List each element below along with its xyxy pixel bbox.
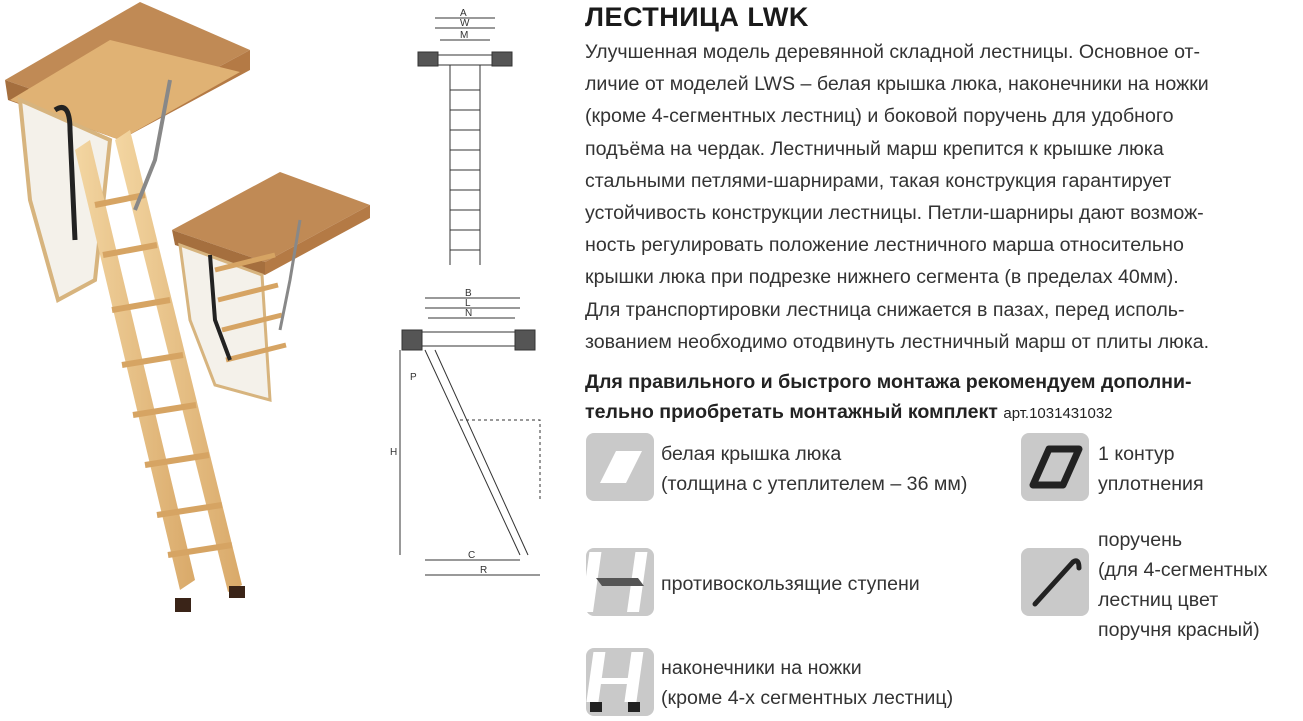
recommendation-line-1: Для правильного и быстрого монтажа реком… (585, 371, 1192, 393)
feature-handrail-line3: лестниц цвет (1098, 589, 1219, 611)
feature-tips-line2: (кроме 4-х сегментных лестниц) (661, 687, 954, 709)
feature-tips: наконечники на ножки (кроме 4-х сегментн… (661, 653, 953, 713)
dim-label-l: L (465, 298, 471, 309)
dim-label-r: R (480, 565, 487, 576)
feature-handrail-line4: поручня красный) (1098, 619, 1260, 641)
technical-drawings: A W M B L N P H C R (390, 8, 541, 576)
feature-seal-line1: 1 контур (1098, 443, 1175, 465)
description: Улучшенная модель деревянной складной ле… (585, 36, 1297, 358)
leg-tips-icon (586, 648, 654, 716)
feature-steps: противоскользящие ступени (661, 573, 920, 595)
feature-handrail-line1: поручень (1098, 529, 1183, 551)
seal-contour-icon (1021, 433, 1089, 501)
feature-hatch-cover-line2: (толщина с утеплителем – 36 мм) (661, 473, 968, 495)
description-line: стальными петлями-шарнирами, такая конст… (585, 169, 1172, 192)
handrail-icon (1021, 548, 1089, 616)
description-line: устойчивость конструкции лестницы. Петли… (585, 201, 1204, 224)
dim-label-c: C (468, 550, 475, 561)
anti-slip-step-icon (581, 548, 654, 616)
description-line: ность регулировать положение лестничного… (585, 234, 1184, 257)
description-line: Для транспортировки лестница снижается в… (585, 298, 1185, 321)
recommendation: Для правильного и быстрого монтажа реком… (585, 367, 1297, 429)
dim-label-m: M (460, 30, 468, 41)
hatch-cover-icon (586, 433, 654, 501)
feature-tips-line1: наконечники на ножки (661, 657, 862, 679)
dim-label-b: B (465, 288, 472, 299)
page-title: ЛЕСТНИЦА LWK (585, 2, 809, 32)
feature-seal: 1 контур уплотнения (1098, 439, 1204, 499)
description-line: крышки люка при подрезке нижнего сегмент… (585, 266, 1179, 289)
article-number: арт.1031431032 (1003, 405, 1113, 422)
dim-label-a: A (460, 8, 467, 19)
recommendation-line-2-wrap: тельно приобретать монтажный комплект ар… (585, 397, 1297, 429)
feature-seal-line2: уплотнения (1098, 473, 1204, 495)
description-line: Улучшенная модель деревянной складной ле… (585, 41, 1201, 63)
recommendation-line-2: тельно приобретать монтажный комплект (585, 401, 998, 423)
dim-label-w: W (460, 18, 470, 29)
description-line: подъёма на чердак. Лестничный марш крепи… (585, 137, 1164, 160)
dim-label-h: H (390, 447, 397, 458)
feature-hatch-cover-line1: белая крышка люка (661, 443, 842, 465)
description-line: зованием необходимо отодвинуть лестничны… (585, 330, 1210, 353)
dim-label-p: P (410, 372, 417, 383)
feature-hatch-cover: белая крышка люка (толщина с утеплителем… (661, 439, 967, 499)
feature-handrail-line2: (для 4-сегментных (1098, 559, 1268, 581)
dim-label-n: N (465, 308, 472, 319)
description-line: личие от моделей LWS – белая крышка люка… (585, 73, 1209, 96)
ladder-product-photo (5, 2, 370, 612)
feature-handrail: поручень (для 4-сегментных лестниц цвет … (1098, 525, 1268, 645)
description-line: (кроме 4-сегментных лестниц) и боковой п… (585, 105, 1174, 128)
